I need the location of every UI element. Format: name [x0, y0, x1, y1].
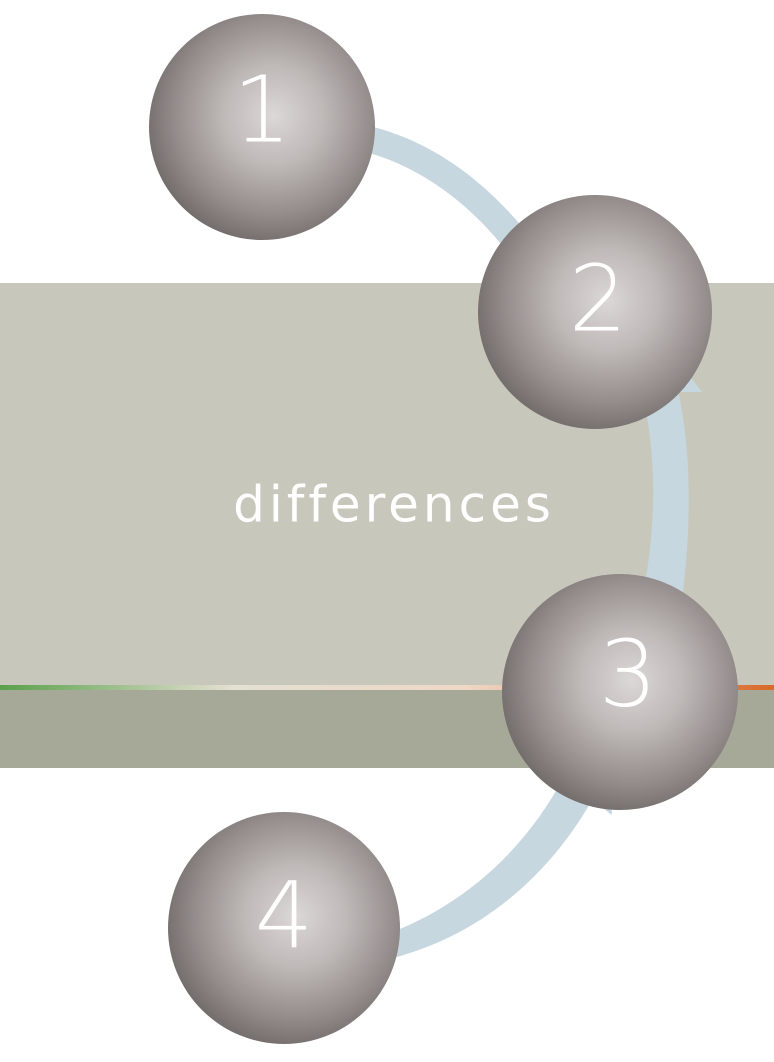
step-2-number: 2	[569, 246, 628, 353]
sphere-4	[168, 812, 400, 1044]
step-1: 1	[149, 14, 375, 240]
differences-label: differences	[233, 476, 555, 534]
divider-line	[0, 685, 774, 690]
step-3: 3	[502, 574, 738, 810]
step-1-number: 1	[233, 57, 292, 164]
sphere-1	[149, 14, 375, 240]
step-3-number: 3	[599, 621, 658, 728]
step-4: 4	[168, 812, 400, 1044]
step-4-number: 4	[255, 863, 314, 970]
step-2: 2	[478, 195, 712, 429]
sphere-2	[478, 195, 712, 429]
sphere-3	[502, 574, 738, 810]
